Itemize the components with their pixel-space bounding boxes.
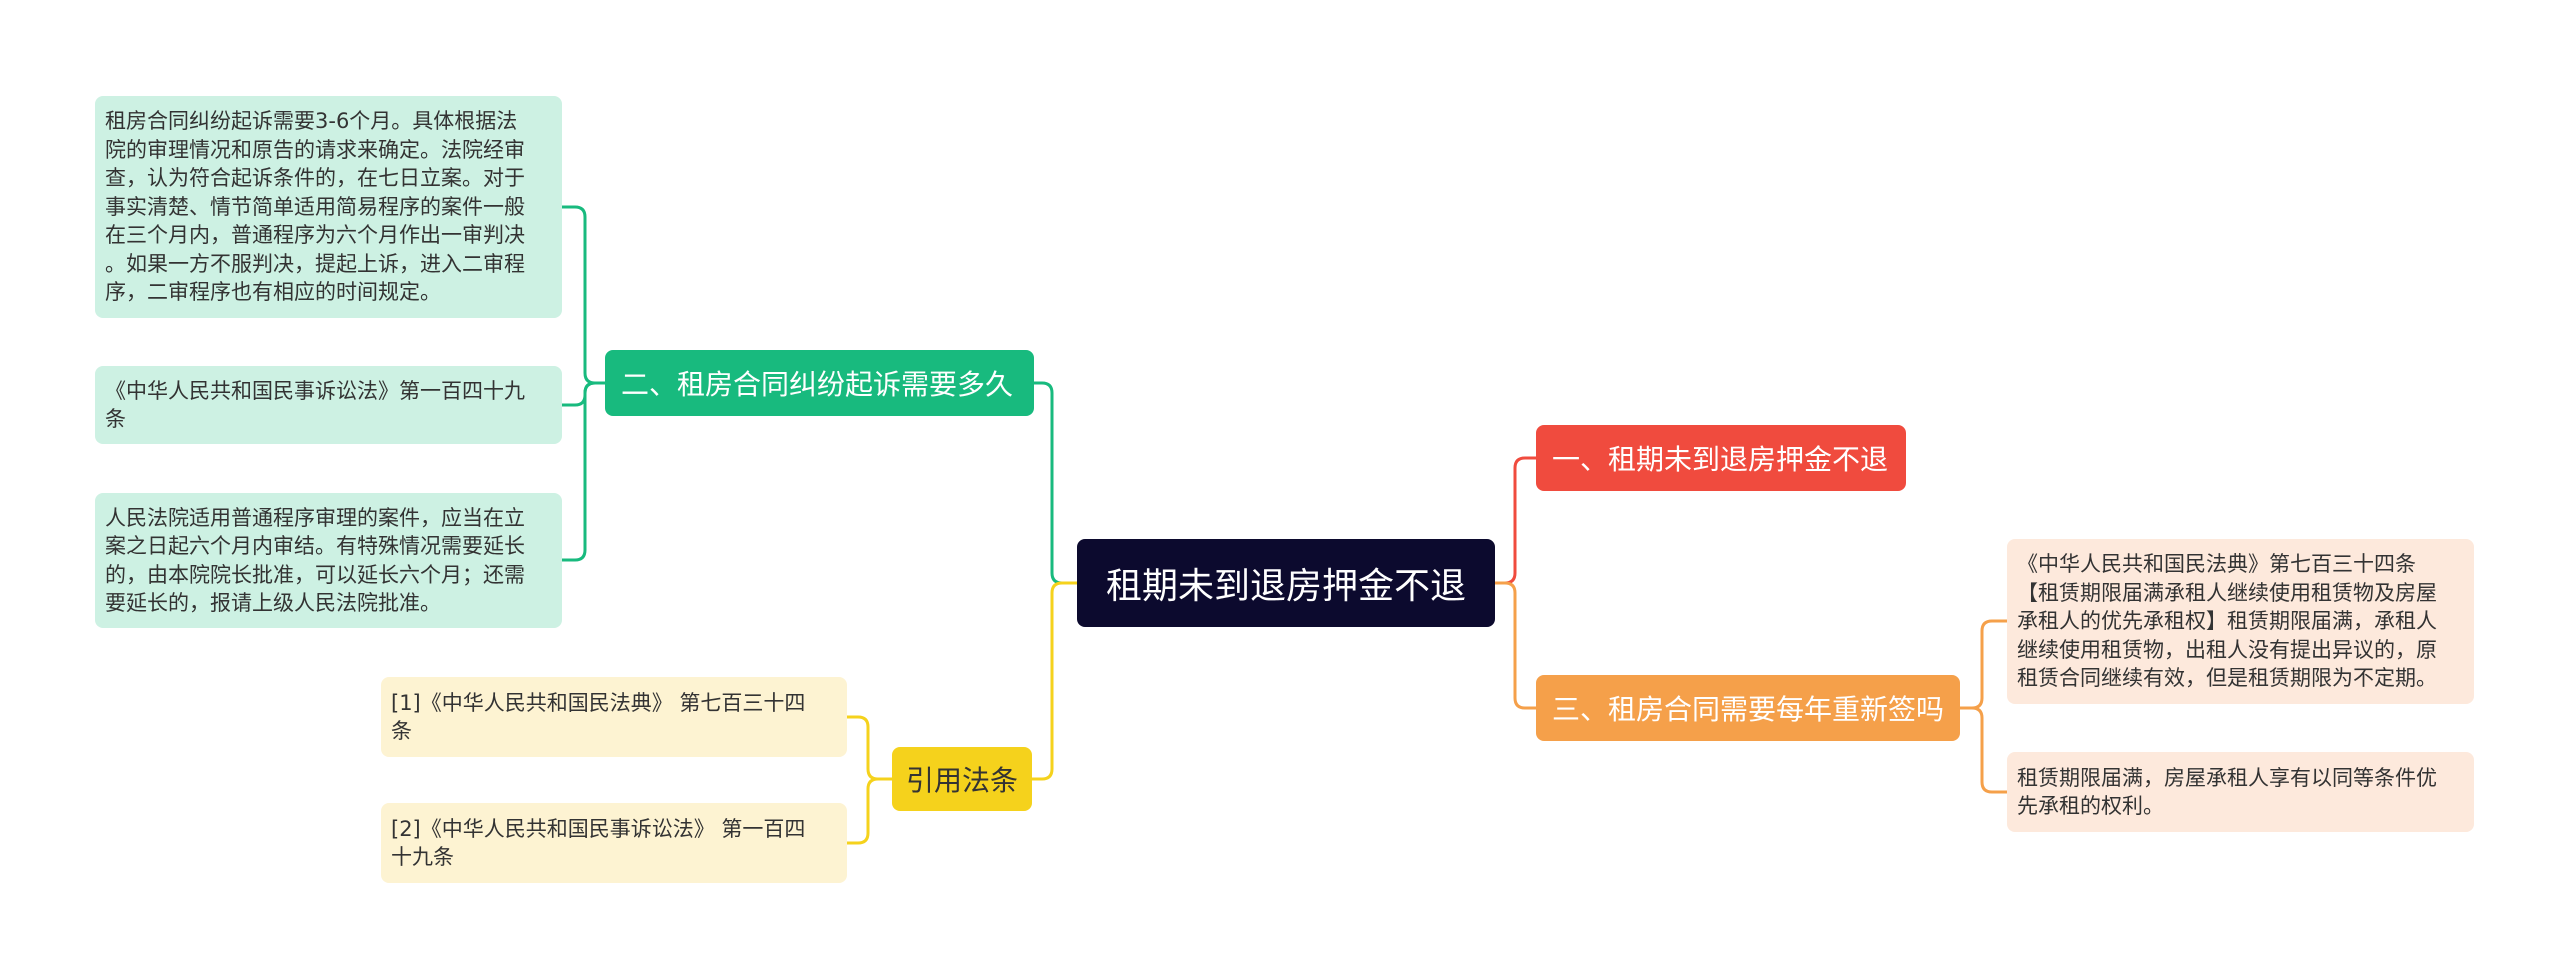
connector-lawsuit-leaf3 — [562, 381, 605, 562]
connector-root-lawsuit — [1034, 381, 1077, 585]
leaf-text: 《中华人民共和国民事诉讼法》第一百四十九 条 — [105, 378, 525, 432]
leaf-text: 租赁期限届满，房屋承租人享有以同等条件优 先承租的权利。 — [2017, 765, 2437, 819]
leaf-text: [2]《中华人民共和国民事诉讼法》 第一百四 十九条 — [391, 816, 806, 870]
branch-deposit-label: 一、租期未到退房押金不退 — [1552, 443, 1889, 476]
leaf-citation-2[interactable]: [2]《中华人民共和国民事诉讼法》 第一百四 十九条 — [381, 803, 847, 883]
root-topic[interactable]: 租期未到退房押金不退 — [1077, 539, 1495, 627]
connector-renewal-leaf2 — [1960, 706, 2007, 794]
leaf-text: [1]《中华人民共和国民法典》 第七百三十四 条 — [391, 690, 806, 744]
branch-lawsuit-duration[interactable]: 二、租房合同纠纷起诉需要多久 — [605, 350, 1034, 416]
connector-root-renewal — [1495, 581, 1536, 710]
leaf-text: 《中华人民共和国民法典》第七百三十四条 【租赁期限届满承租人继续使用租赁物及房屋… — [2017, 552, 2437, 691]
leaf-priority-lease-right[interactable]: 租赁期限届满，房屋承租人享有以同等条件优 先承租的权利。 — [2007, 752, 2474, 832]
leaf-lawsuit-timeline[interactable]: 租房合同纠纷起诉需要3-6个月。具体根据法 院的审理情况和原告的请求来确定。法院… — [95, 96, 562, 318]
leaf-civil-procedure-law-149[interactable]: 《中华人民共和国民事诉讼法》第一百四十九 条 — [95, 366, 562, 444]
leaf-citation-1[interactable]: [1]《中华人民共和国民法典》 第七百三十四 条 — [381, 677, 847, 757]
connector-lawsuit-leaf1 — [562, 205, 605, 385]
branch-citations-label: 引用法条 — [905, 764, 1018, 797]
branch-renewal-label: 三、租房合同需要每年重新签吗 — [1552, 693, 1945, 726]
leaf-text: 租房合同纠纷起诉需要3-6个月。具体根据法 院的审理情况和原告的请求来确定。法院… — [105, 109, 525, 305]
leaf-civil-code-734[interactable]: 《中华人民共和国民法典》第七百三十四条 【租赁期限届满承租人继续使用租赁物及房屋… — [2007, 539, 2474, 704]
connector-citations-leaf2 — [847, 777, 892, 845]
branch-citations[interactable]: 引用法条 — [892, 747, 1032, 811]
connector-citations-leaf1 — [847, 715, 892, 781]
leaf-ordinary-procedure-deadline[interactable]: 人民法院适用普通程序审理的案件，应当在立 案之日起六个月内审结。有特殊情况需要延… — [95, 493, 562, 628]
connector-root-deposit — [1495, 456, 1536, 585]
branch-renewal[interactable]: 三、租房合同需要每年重新签吗 — [1536, 675, 1960, 741]
branch-deposit[interactable]: 一、租期未到退房押金不退 — [1536, 425, 1906, 491]
connector-root-citations — [1032, 581, 1077, 781]
connector-renewal-leaf1 — [1960, 619, 2007, 710]
branch-lawsuit-label: 二、租房合同纠纷起诉需要多久 — [621, 368, 1014, 401]
root-topic-label: 租期未到退房押金不退 — [1105, 566, 1466, 607]
leaf-text: 人民法院适用普通程序审理的案件，应当在立 案之日起六个月内审结。有特殊情况需要延… — [105, 505, 525, 616]
